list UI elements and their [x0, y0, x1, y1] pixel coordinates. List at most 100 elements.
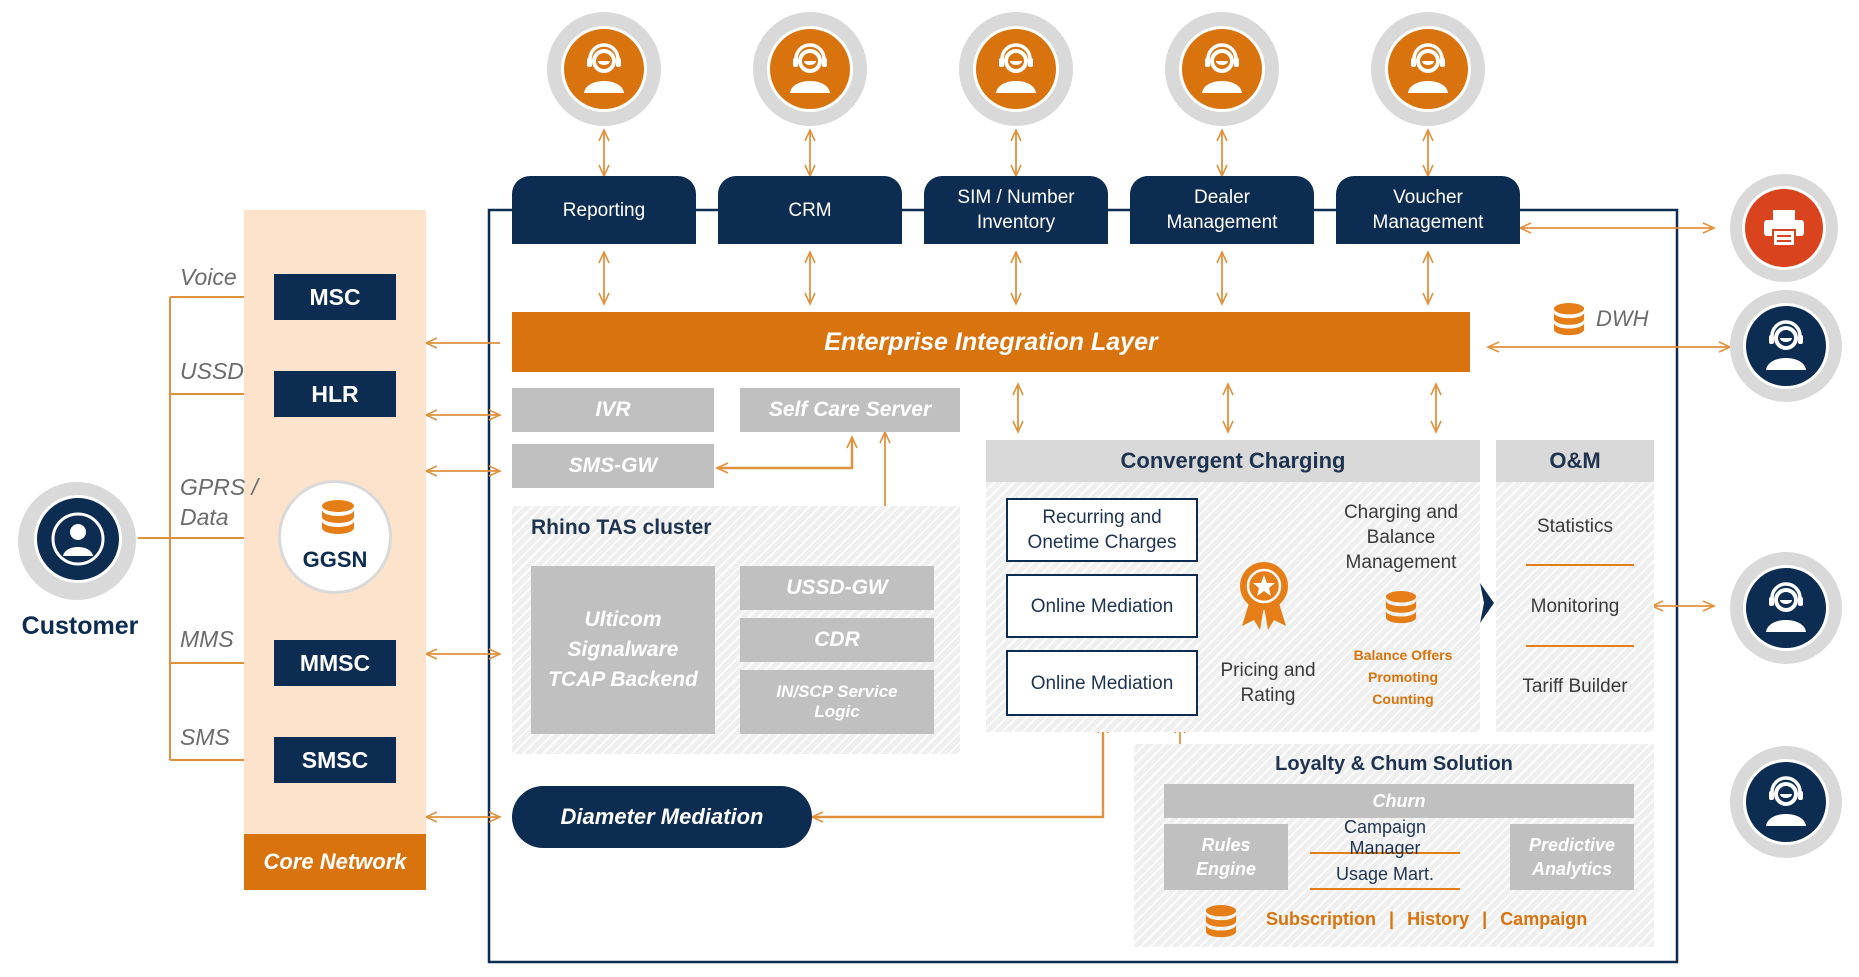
monitoring-item[interactable]: Monitoring [1530, 596, 1620, 617]
om-title: O&M [1496, 440, 1654, 482]
balance-offers-label: Balance Offers Promoting Counting [1336, 644, 1470, 710]
sim-line-1: SIM / Number [957, 187, 1075, 208]
ivr-box[interactable]: IVR [512, 388, 714, 432]
gprs-data-label: GPRS / Data [180, 474, 258, 530]
customer-label: Customer [21, 612, 139, 640]
sim-number-inventory-module[interactable]: SIM / Number Inventory [924, 176, 1108, 244]
enterprise-integration-layer[interactable]: Enterprise Integration Layer [512, 312, 1470, 372]
rules-line-2: Engine [1195, 859, 1256, 879]
ussd-label: USSD [180, 358, 244, 384]
predictive-line-1: Predictive [1528, 835, 1616, 855]
ussd-gw-box[interactable]: USSD-GW [740, 566, 934, 610]
dealer-line-1: Dealer [1194, 187, 1250, 208]
tariff-builder-item[interactable]: Tariff Builder [1522, 676, 1628, 697]
voucher-line-1: Voucher [1393, 187, 1463, 208]
in-scp-line-1: IN/SCP Service [776, 682, 898, 701]
campaign-manager-item[interactable]: Campaign Manager [1310, 817, 1460, 858]
loyalty-user-node[interactable] [1730, 746, 1842, 858]
separator-2: | [1482, 909, 1488, 929]
loyalty-database-icon [1205, 905, 1237, 938]
recurring-line-2: Onetime Charges [1027, 532, 1177, 553]
rating-badge-icon [1240, 562, 1288, 630]
voucher-user-node[interactable] [1371, 12, 1485, 126]
agent-headset-icon [790, 43, 830, 93]
usage-mart-item[interactable]: Usage Mart. [1310, 860, 1460, 890]
sms-label: SMS [180, 724, 230, 750]
voucher-management-module[interactable]: Voucher Management [1336, 176, 1520, 244]
churn-box[interactable]: Churn [1164, 784, 1634, 818]
balance-line-2: Balance [1366, 527, 1436, 548]
core-network-title: Core Network [244, 834, 426, 890]
in-scp-box[interactable]: IN/SCP Service Logic [740, 670, 934, 734]
crm-module[interactable]: CRM [718, 176, 902, 244]
ulticom-box[interactable]: Ulticom Signalware TCAP Backend [531, 566, 715, 734]
predictive-line-2: Analytics [1531, 859, 1613, 879]
hlr-node[interactable]: HLR [274, 371, 396, 417]
dealer-user-node[interactable] [1165, 12, 1279, 126]
online-mediation-box-1[interactable]: Online Mediation [1006, 574, 1198, 638]
printer-node[interactable] [1730, 174, 1838, 282]
online-mediation-box-2[interactable]: Online Mediation [1006, 650, 1198, 716]
pricing-line-2: Rating [1240, 685, 1296, 706]
subscription-label[interactable]: Subscription [1266, 909, 1377, 929]
dealer-line-2: Management [1166, 212, 1278, 233]
agent-headset-icon [1766, 776, 1806, 826]
arrow-online-diameter [810, 720, 1109, 823]
separator-1: | [1389, 909, 1395, 929]
voice-label: Voice [180, 264, 237, 290]
sim-user-node[interactable] [959, 12, 1073, 126]
history-label[interactable]: History [1407, 909, 1470, 929]
ulticom-line-3: TCAP Backend [548, 668, 698, 691]
mmsc-node[interactable]: MMSC [274, 640, 396, 686]
voucher-line-2: Management [1372, 212, 1484, 233]
balance-line-1: Charging and [1343, 502, 1459, 523]
cdr-box[interactable]: CDR [740, 618, 934, 662]
self-care-server-box[interactable]: Self Care Server [740, 388, 960, 432]
om-user-node[interactable] [1730, 552, 1842, 664]
om-divider-1 [1526, 564, 1634, 566]
agent-headset-icon [996, 43, 1036, 93]
recurring-charges-box[interactable]: Recurring and Onetime Charges [1006, 498, 1198, 562]
offers-line-2: Promoting [1368, 669, 1438, 685]
person-icon [51, 512, 105, 566]
ggsn-node[interactable]: GGSN [278, 480, 392, 594]
customer-avatar[interactable] [18, 482, 136, 600]
balance-line-3: Management [1345, 552, 1457, 573]
reporting-user-node[interactable] [547, 12, 661, 126]
dwh-label: DWH [1596, 306, 1649, 331]
agent-headset-icon [1766, 582, 1806, 632]
loyalty-data-sources: Subscription | History | Campaign [1266, 909, 1587, 930]
database-icon [322, 500, 354, 534]
ulticom-line-2: Signalware [567, 638, 679, 661]
ggsn-label: GGSN [302, 547, 368, 572]
charging-balance-label: Charging and Balance Management [1336, 500, 1466, 575]
statistics-item[interactable]: Statistics [1536, 516, 1614, 537]
balance-database-icon [1385, 591, 1417, 624]
pricing-rating-label: Pricing and Rating [1212, 658, 1324, 708]
ulticom-line-1: Ulticom [584, 608, 662, 631]
crm-user-node[interactable] [753, 12, 867, 126]
msc-node[interactable]: MSC [274, 274, 396, 320]
agent-headset-icon [1766, 320, 1806, 370]
sim-line-2: Inventory [976, 212, 1056, 233]
om-divider-2 [1526, 645, 1634, 647]
agent-headset-icon [1408, 43, 1448, 93]
loyalty-title: Loyalty & Chum Solution [1275, 752, 1513, 775]
diameter-mediation-box[interactable]: Diameter Mediation [512, 786, 812, 848]
predictive-analytics-box[interactable]: Predictive Analytics [1510, 824, 1634, 890]
sms-gw-box[interactable]: SMS-GW [512, 444, 714, 488]
dealer-management-module[interactable]: Dealer Management [1130, 176, 1314, 244]
agent-headset-icon [584, 43, 624, 93]
printer-icon [1764, 210, 1804, 247]
smsc-node[interactable]: SMSC [274, 737, 396, 783]
campaign-label[interactable]: Campaign [1500, 909, 1588, 929]
in-scp-line-2: Logic [814, 702, 860, 721]
reporting-module[interactable]: Reporting [512, 176, 696, 244]
convergent-charging-title: Convergent Charging [986, 440, 1480, 482]
dwh-user-node[interactable] [1730, 290, 1842, 402]
rules-engine-box[interactable]: Rules Engine [1164, 824, 1288, 890]
mms-label: MMS [180, 626, 234, 652]
pricing-line-1: Pricing and [1220, 660, 1316, 681]
rules-line-1: Rules [1201, 835, 1251, 855]
recurring-line-1: Recurring and [1042, 507, 1162, 528]
